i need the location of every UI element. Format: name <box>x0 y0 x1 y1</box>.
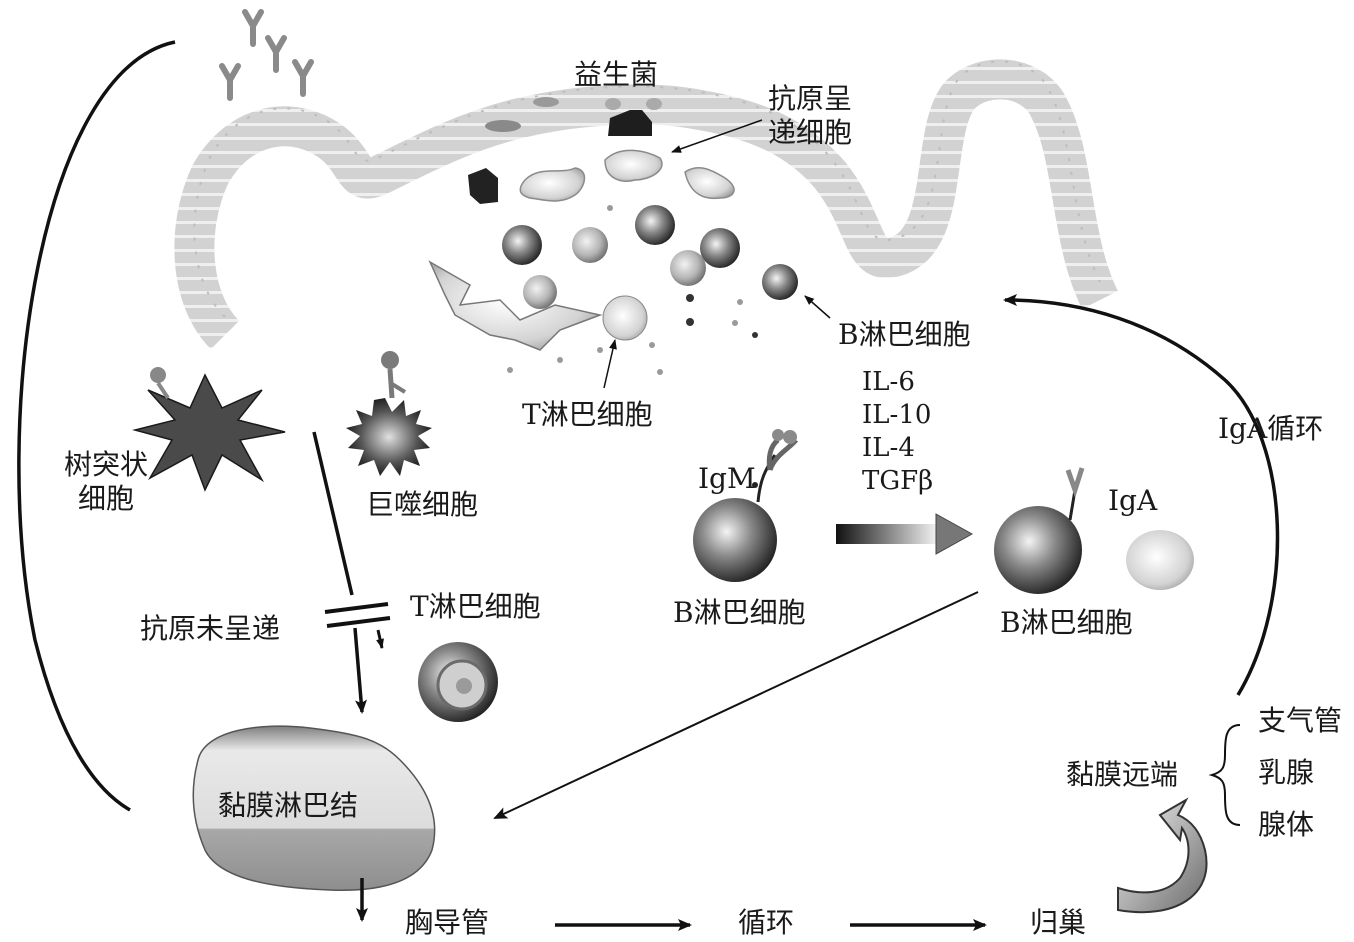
intraepithelial-dendritic-icon <box>428 260 603 351</box>
macrophage-icon <box>346 351 432 476</box>
dendritic-label-line2: 细胞 <box>77 482 134 515</box>
macrophage-label: 巨噬细胞 <box>366 488 479 521</box>
cytokine-item: TGFβ <box>862 466 934 496</box>
homing-curl-arrow <box>1117 797 1208 914</box>
dendritic-cell-icon <box>132 367 286 492</box>
b-cell-iga-icon <box>994 467 1194 594</box>
circulation-label: 循环 <box>738 906 795 939</box>
cytokine-item: IL-6 <box>862 367 915 397</box>
iga-circulation-label: IgA循环 <box>1218 412 1324 445</box>
return-loop-arrow <box>17 40 176 812</box>
igm-label: IgM <box>698 462 756 495</box>
dendritic-label-line1: 树突状 <box>63 448 148 481</box>
dendritic-cell-label: 树突状 细胞 <box>56 448 156 516</box>
antibody-icon <box>219 9 314 101</box>
apc-label: 抗原呈 递细胞 <box>768 82 852 150</box>
b-cell-pointer-arrow <box>804 295 831 319</box>
t-cell-pointer-arrow <box>603 339 617 389</box>
cytokine-particles <box>507 205 758 375</box>
probiotic-bacteria-icon <box>468 97 662 204</box>
to-t-cell-small-arrow <box>376 629 384 649</box>
t-lymphocyte-top-label: T淋巴细胞 <box>522 398 653 431</box>
antigen-not-presented-label: 抗原未呈递 <box>140 612 281 645</box>
cytokine-list: IL-6 IL-10 IL-4 TGFβ <box>862 366 933 498</box>
distal-mucosa-label: 黏膜远端 <box>1066 758 1179 791</box>
epithelium-wave <box>174 59 1119 350</box>
to-lymph-node-arrow <box>353 627 367 714</box>
apc-label-line1: 抗原呈 <box>768 82 853 115</box>
apc-pointer-arrow <box>671 119 763 153</box>
gland-label: 腺体 <box>1258 808 1315 841</box>
iga-circulation-arrow <box>1003 294 1280 696</box>
mucosal-lymph-node-shape <box>192 725 436 891</box>
mammary-label: 乳腺 <box>1258 756 1315 789</box>
t-lymphocyte-mid-label: T淋巴细胞 <box>410 590 541 623</box>
b-cell-igm-icon <box>693 429 798 582</box>
apc-label-line2: 递细胞 <box>768 116 853 149</box>
t-lymphocyte-icon <box>418 642 498 722</box>
cytokine-item: IL-4 <box>862 433 915 463</box>
b-lymphocyte-right-label: B淋巴细胞 <box>1000 606 1133 639</box>
thoracic-duct-label: 胸导管 <box>405 906 490 939</box>
antigen-presenting-cell-icon <box>519 149 735 202</box>
differentiation-arrow <box>836 513 974 555</box>
lamina-propria-cells <box>502 205 798 341</box>
b-lymphocyte-top-label: B淋巴细胞 <box>838 318 971 351</box>
block-mark <box>324 602 391 628</box>
b-cell-to-node-arrow <box>493 591 979 819</box>
mucosal-lymph-node-label: 黏膜淋巴结 <box>218 789 359 822</box>
iga-label: IgA <box>1108 484 1158 517</box>
bronchus-label: 支气管 <box>1258 704 1343 737</box>
probiotics-label: 益生菌 <box>574 58 659 91</box>
b-lymphocyte-left-label: B淋巴细胞 <box>673 596 806 629</box>
cytokine-item: IL-10 <box>862 400 932 430</box>
homing-label: 归巢 <box>1030 906 1087 939</box>
dendritic-to-node-line <box>312 431 354 596</box>
distal-mucosa-brace <box>1208 724 1241 826</box>
